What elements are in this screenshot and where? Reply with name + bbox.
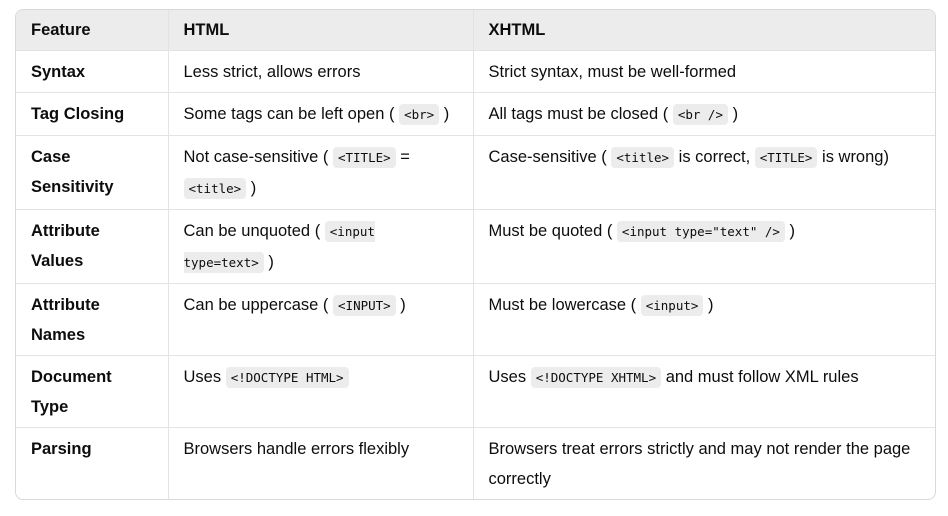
html-cell: Some tags can be left open ( <br> ) — [168, 92, 474, 136]
header-feature: Feature — [16, 10, 169, 51]
xhtml-cell: Must be quoted ( <input type="text" /> ) — [473, 209, 935, 284]
table-header: Feature HTML XHTML — [16, 10, 935, 51]
cell-text: and must follow XML rules — [661, 368, 859, 386]
xhtml-cell: Must be lowercase ( <input> ) — [473, 283, 935, 356]
html-cell: Can be unquoted ( <input type=text> ) — [168, 209, 474, 284]
code-snippet: <!DOCTYPE XHTML> — [530, 367, 662, 388]
code-snippet: <title> — [611, 147, 675, 168]
cell-text: is correct, — [674, 148, 755, 166]
header-row: Feature HTML XHTML — [16, 10, 935, 51]
cell-text: ) — [784, 222, 796, 240]
code-snippet: <INPUT> — [333, 295, 396, 316]
cell-text: ) — [703, 296, 714, 314]
cell-text: All tags must be closed ( — [488, 105, 673, 123]
cell-text: = — [395, 148, 410, 166]
cell-text: is wrong) — [817, 148, 889, 166]
feature-cell: Attribute Values — [16, 209, 169, 284]
table-body: Syntax Less strict, allows errors Strict s… — [16, 50, 935, 500]
cell-text: Uses — [488, 368, 531, 386]
code-snippet: <input> — [640, 295, 704, 316]
cell-text: Uses — [183, 368, 226, 386]
code-snippet: <title> — [183, 178, 247, 199]
code-snippet: <TITLE> — [754, 147, 818, 168]
cell-text: Can be uppercase ( — [183, 296, 334, 314]
cell-text: ) — [246, 179, 257, 197]
code-snippet: <br> — [399, 104, 440, 125]
xhtml-cell: Uses <!DOCTYPE XHTML> and must follow XM… — [473, 355, 935, 428]
feature-cell: Attribute Names — [16, 283, 169, 356]
cell-text: Must be lowercase ( — [488, 296, 641, 314]
cell-text: Not case-sensitive ( — [183, 148, 333, 166]
html-cell: Less strict, allows errors — [168, 50, 474, 93]
cell-text: Case-sensitive ( — [488, 148, 612, 166]
comparison-table: Feature HTML XHTML Syntax Less strict, al… — [16, 10, 935, 499]
header-xhtml: XHTML — [473, 10, 935, 51]
table-row: Parsing Browsers handle errors flexibly Br… — [16, 427, 935, 500]
xhtml-cell: Browsers treat errors strictly and may n… — [473, 428, 935, 500]
html-cell: Browsers handle errors flexibly — [168, 427, 474, 499]
comparison-table-container: Feature HTML XHTML Syntax Less strict, al… — [15, 9, 936, 500]
cell-text: ) — [263, 253, 274, 271]
cell-text: ) — [395, 296, 406, 314]
cell-text: ) — [727, 105, 739, 123]
cell-text: ) — [439, 105, 450, 123]
feature-cell: Tag Closing — [16, 92, 169, 136]
html-cell: Can be uppercase ( <INPUT> ) — [168, 283, 474, 356]
html-cell: Uses <!DOCTYPE HTML> — [168, 355, 474, 428]
xhtml-cell: All tags must be closed ( <br /> ) — [473, 92, 935, 136]
xhtml-cell: Case-sensitive ( <title> is correct, <TI… — [473, 135, 935, 210]
cell-text: Can be unquoted ( — [183, 222, 325, 240]
feature-cell: Case Sensitivity — [16, 135, 169, 210]
feature-cell: Syntax — [16, 50, 169, 93]
header-html: HTML — [168, 10, 474, 51]
table-row: Syntax Less strict, allows errors Strict s… — [16, 50, 935, 93]
code-snippet: <br /> — [672, 104, 728, 125]
cell-text: Browsers handle errors flexibly — [183, 440, 410, 458]
html-cell: Not case-sensitive ( <TITLE> = <title> ) — [168, 135, 474, 210]
cell-text: Browsers treat errors strictly and may n… — [488, 440, 911, 488]
cell-text: Must be quoted ( — [488, 222, 617, 240]
cell-text: Some tags can be left open ( — [183, 105, 400, 123]
feature-cell: Document Type — [16, 355, 169, 428]
code-snippet: <input type="text" /> — [616, 221, 785, 242]
code-snippet: <TITLE> — [332, 147, 396, 168]
feature-cell: Parsing — [16, 427, 169, 499]
xhtml-cell: Strict syntax, must be well-formed — [473, 50, 935, 93]
code-snippet: <!DOCTYPE HTML> — [225, 367, 349, 388]
cell-text: Strict syntax, must be well-formed — [488, 63, 737, 81]
cell-text: Less strict, allows errors — [183, 63, 361, 81]
